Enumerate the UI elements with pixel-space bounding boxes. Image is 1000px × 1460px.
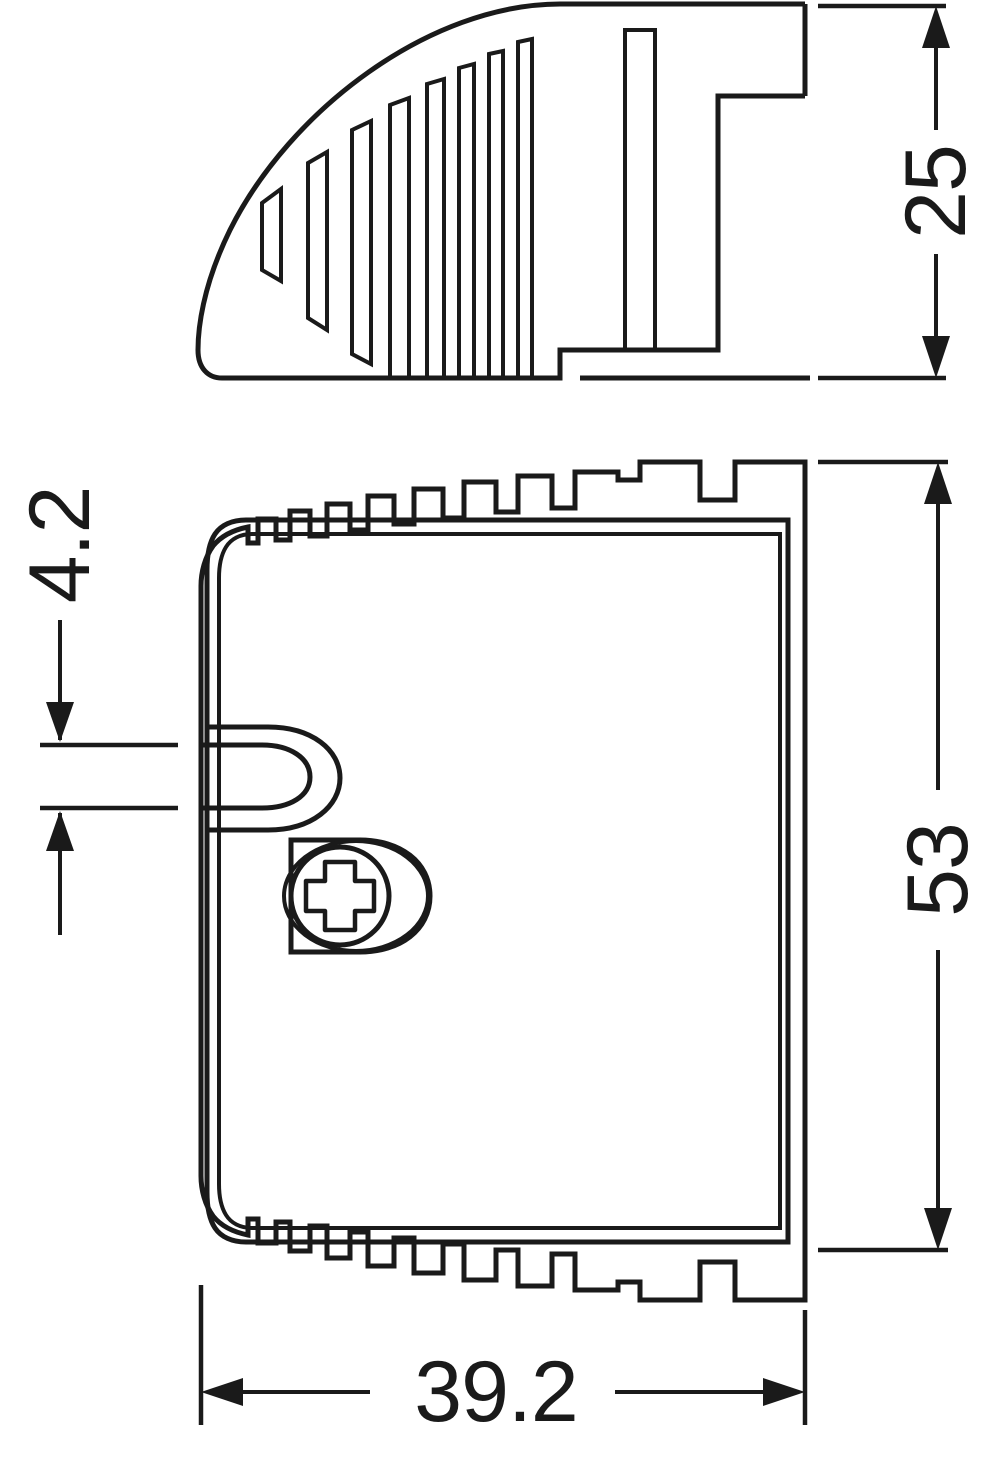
fin-slot-6 — [457, 61, 476, 380]
fin-slot-2 — [306, 148, 329, 334]
arrow-25-down — [922, 336, 950, 378]
dim-label-25-front: 25 — [888, 145, 984, 239]
dim-label-4-2: 4.2 — [12, 487, 108, 604]
arrow-42-down — [46, 702, 74, 742]
dimension-4-2: 4.2 — [12, 487, 178, 935]
arrow-53-down — [924, 1208, 952, 1250]
arrow-42-up — [46, 811, 74, 851]
screw-boss-ellipse — [282, 839, 430, 953]
arrow-25-up — [922, 6, 950, 48]
dim-25-label-mask — [898, 130, 974, 254]
fin-slot-7 — [487, 48, 505, 380]
cable-entry-slot-inner — [201, 742, 313, 811]
cable-entry-slot-outer — [207, 724, 343, 833]
fin-slot-4 — [388, 95, 411, 380]
bottom-view-panel-edge — [217, 532, 782, 1230]
arrow-53-up — [924, 462, 952, 504]
top-view-inner-slot — [623, 28, 657, 352]
dimension-39-2: 39.2 — [198, 1285, 808, 1440]
fin-slot-3 — [350, 117, 373, 368]
arrow-392-left — [201, 1378, 243, 1406]
fin-slot-1 — [260, 185, 283, 285]
dimension-53: 53 — [818, 459, 986, 1253]
top-view-group — [195, 1, 810, 381]
fin-slot-8 — [516, 36, 534, 380]
bottom-view-inner-wall — [204, 517, 791, 1245]
bottom-view-outer-silhouette — [198, 459, 808, 1303]
top-view-outline — [195, 1, 805, 381]
arrow-392-right — [763, 1378, 805, 1406]
fin-slot-5 — [425, 76, 446, 380]
dim-label-39-2: 39.2 — [414, 1344, 577, 1440]
phillips-cross-icon — [303, 859, 377, 933]
screw-head-circle — [288, 844, 392, 948]
dimension-25: 25 25 — [818, 3, 984, 381]
dim-label-53: 53 — [890, 823, 986, 917]
bottom-view-group — [198, 459, 808, 1303]
